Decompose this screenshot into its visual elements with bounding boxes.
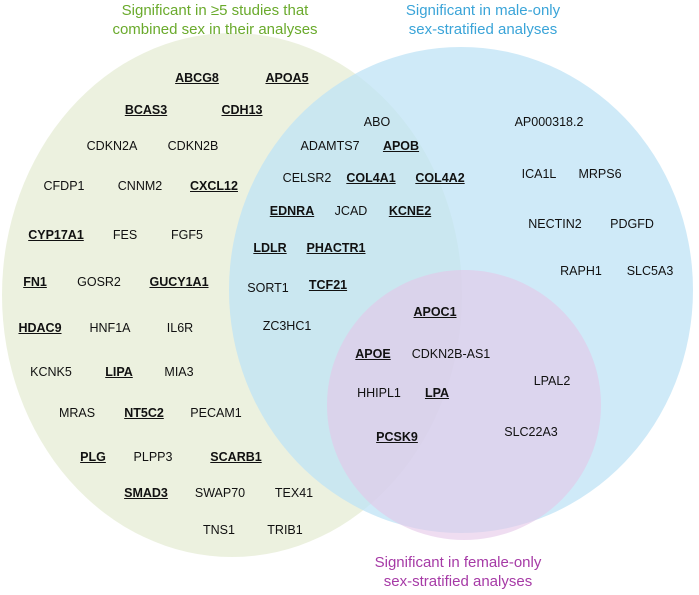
- gene-label: KCNK5: [30, 365, 72, 379]
- male-only-set-title: Significant in male-only sex-stratified …: [388, 1, 578, 39]
- female-only-title-line1: Significant in female-only: [374, 554, 542, 571]
- gene-label: TNS1: [203, 523, 235, 537]
- gene-label: APOE: [355, 347, 391, 361]
- gene-label: NT5C2: [124, 406, 164, 420]
- gene-label: TRIB1: [267, 523, 303, 537]
- gene-label: SLC22A3: [504, 425, 558, 439]
- gene-label: PDGFD: [610, 217, 654, 231]
- gene-label: APOC1: [413, 305, 457, 319]
- gene-label: NECTIN2: [528, 217, 582, 231]
- gene-label: TCF21: [308, 278, 348, 292]
- gene-label: FN1: [23, 275, 47, 289]
- gene-label: PLPP3: [133, 450, 173, 464]
- gene-label: APOA5: [265, 71, 309, 85]
- gene-label: LPAL2: [533, 374, 571, 388]
- gene-label: SWAP70: [194, 486, 246, 500]
- gene-label: ABCG8: [175, 71, 219, 85]
- gene-label: CDKN2B-AS1: [411, 347, 491, 361]
- combined-sex-set-title: Significant in ≥5 studies that combined …: [105, 1, 325, 39]
- gene-label: ICA1L: [521, 167, 557, 181]
- male-only-title-line2: sex-stratified analyses: [408, 21, 558, 38]
- gene-label: LDLR: [253, 241, 287, 255]
- gene-label: PHACTR1: [306, 241, 366, 255]
- gene-label: CYP17A1: [28, 228, 84, 242]
- gene-label: EDNRA: [269, 204, 315, 218]
- combined-sex-title-line2: combined sex in their analyses: [112, 21, 318, 38]
- gene-label: CDKN2B: [167, 139, 219, 153]
- gene-label: GOSR2: [77, 275, 121, 289]
- gene-label: CELSR2: [282, 171, 332, 185]
- gene-label: HNF1A: [89, 321, 131, 335]
- gene-label: LIPA: [105, 365, 133, 379]
- gene-label: CNNM2: [117, 179, 163, 193]
- gene-label: MRPS6: [578, 167, 622, 181]
- female-only-title-line2: sex-stratified analyses: [383, 573, 533, 590]
- female-only-set-title: Significant in female-only sex-stratifie…: [358, 553, 558, 591]
- gene-label: CXCL12: [190, 179, 238, 193]
- gene-label: MRAS: [58, 406, 96, 420]
- gene-label: LPA: [424, 386, 450, 400]
- gene-label: HHIPL1: [357, 386, 401, 400]
- gene-label: SCARB1: [210, 450, 262, 464]
- gene-label: CDKN2A: [86, 139, 138, 153]
- combined-sex-title-line1: Significant in ≥5 studies that: [121, 2, 309, 19]
- gene-label: RAPH1: [560, 264, 602, 278]
- gene-label: ZC3HC1: [262, 319, 312, 333]
- gene-label: KCNE2: [388, 204, 432, 218]
- gene-label: JCAD: [334, 204, 368, 218]
- gene-label: FES: [112, 228, 138, 242]
- gene-label: AP000318.2: [514, 115, 584, 129]
- gene-label: FGF5: [171, 228, 203, 242]
- gene-label: IL6R: [166, 321, 194, 335]
- gene-label: SORT1: [247, 281, 289, 295]
- gene-label: CDH13: [221, 103, 263, 117]
- gene-label: TEX41: [274, 486, 314, 500]
- gene-label: BCAS3: [124, 103, 168, 117]
- gene-label: ABO: [363, 115, 391, 129]
- gene-label: PLG: [80, 450, 106, 464]
- gene-label: HDAC9: [18, 321, 62, 335]
- gene-label: MIA3: [164, 365, 194, 379]
- gene-label: GUCY1A1: [149, 275, 209, 289]
- gene-label: PCSK9: [376, 430, 418, 444]
- gene-label: COL4A2: [415, 171, 465, 185]
- gene-label: APOB: [382, 139, 420, 153]
- gene-label: SMAD3: [124, 486, 168, 500]
- gene-label: ADAMTS7: [300, 139, 360, 153]
- gene-label: PECAM1: [190, 406, 242, 420]
- male-only-title-line1: Significant in male-only: [405, 2, 561, 19]
- gene-label: COL4A1: [346, 171, 396, 185]
- gene-label: CFDP1: [43, 179, 85, 193]
- gene-label: SLC5A3: [626, 264, 674, 278]
- female-only-circle: [327, 270, 601, 540]
